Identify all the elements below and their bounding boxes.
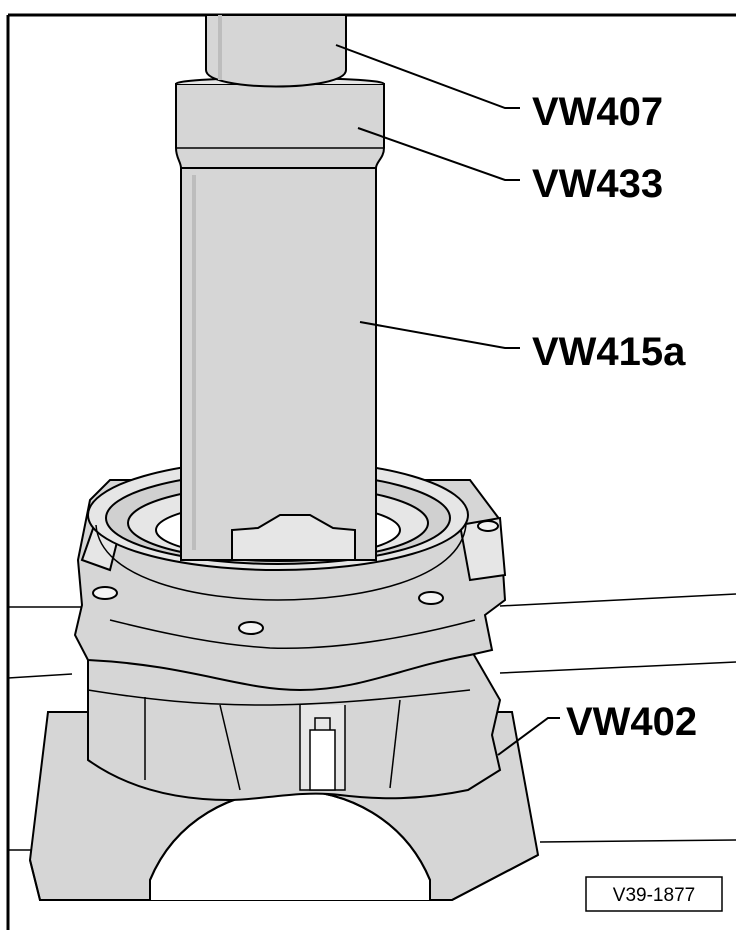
label-vw433: VW433 <box>532 162 663 206</box>
figure-reference-box: V39-1877 <box>585 876 723 912</box>
leader-vw415a <box>359 321 520 349</box>
label-vw415a: VW415a <box>532 330 686 374</box>
figure-frame <box>6 13 736 930</box>
vw433-sleeve <box>175 77 385 169</box>
leader-vw433 <box>357 127 520 181</box>
workbench-surface <box>7 593 736 851</box>
label-vw407: VW407 <box>532 90 663 134</box>
leader-vw407 <box>335 44 520 109</box>
leader-lines <box>335 44 560 756</box>
vw415a-press-tube <box>180 159 377 561</box>
label-vw402: VW402 <box>566 700 697 744</box>
vw407-press-spindle <box>205 14 347 88</box>
flange-housing-lower <box>87 646 502 802</box>
leader-vw402 <box>497 717 560 756</box>
figure-reference-number: V39-1877 <box>613 885 695 906</box>
